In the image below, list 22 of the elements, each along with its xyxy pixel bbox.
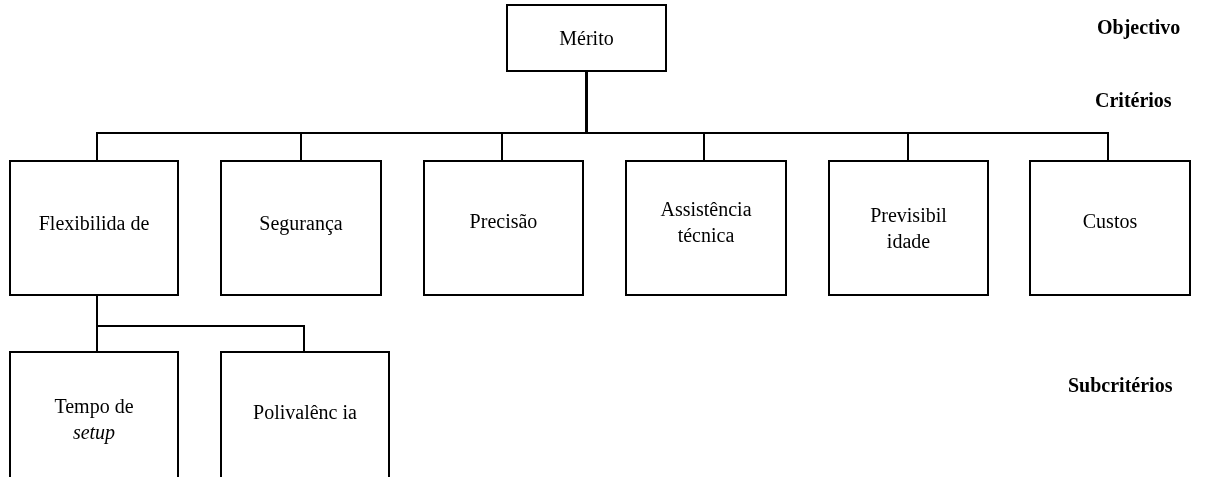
criterion-box <box>423 160 584 296</box>
criterion-box <box>220 160 382 296</box>
criterion-box <box>506 4 667 72</box>
node-label: Mérito <box>558 26 615 51</box>
criterion-box <box>828 160 989 296</box>
level-label: Subcritérios <box>1068 374 1173 397</box>
criterion-box <box>9 351 179 477</box>
criterion-box <box>9 160 179 296</box>
criterion-box <box>625 160 787 296</box>
criterion-box <box>220 351 390 477</box>
node-label: Precisão <box>468 209 539 234</box>
node-label: Previsibil idade <box>869 203 948 254</box>
node-label: Custos <box>1081 209 1139 234</box>
criterion-box <box>1029 160 1191 296</box>
node-label: Segurança <box>258 211 344 236</box>
node-label: Polivalênc ia <box>252 400 358 425</box>
connector-line <box>96 295 305 352</box>
level-label: Objectivo <box>1097 16 1181 39</box>
node-label: Assistência técnica <box>659 197 753 248</box>
node-label: Flexibilida de <box>38 211 150 236</box>
node-label: Tempo de setup <box>53 394 135 445</box>
level-label: Critérios <box>1095 89 1172 112</box>
